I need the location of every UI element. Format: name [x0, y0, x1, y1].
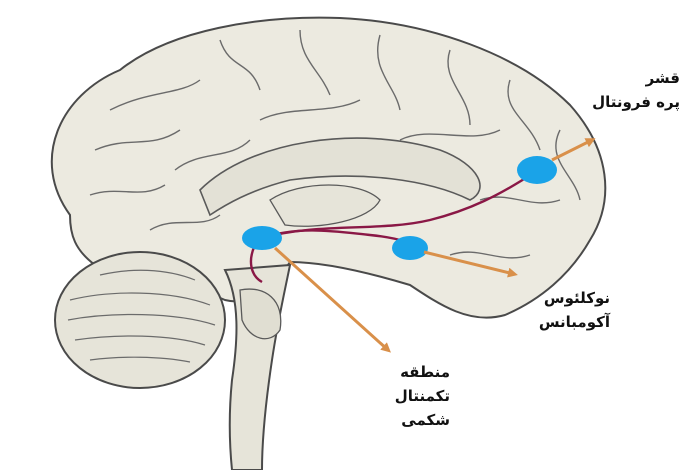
label-vta-line3: شکمی — [360, 408, 450, 432]
accumbens-node — [392, 236, 428, 260]
label-accumbens-line1: نوکلئوس — [500, 286, 610, 310]
label-ventral-tegmental-area: منطقه تکمنتال شکمی — [360, 360, 450, 432]
vta-node — [242, 226, 282, 250]
label-nucleus-accumbens: نوکلئوس آکومبانس — [500, 286, 610, 334]
label-prefrontal-line2: پره فرونتال — [570, 90, 680, 114]
prefrontal-node — [517, 156, 557, 184]
label-prefrontal-cortex: قشر پره فرونتال — [570, 66, 680, 114]
label-vta-line1: منطقه — [360, 360, 450, 384]
label-accumbens-line2: آکومبانس — [500, 310, 610, 334]
label-vta-line2: تکمنتال — [360, 384, 450, 408]
cerebellum — [55, 252, 225, 388]
label-prefrontal-line1: قشر — [570, 66, 680, 90]
